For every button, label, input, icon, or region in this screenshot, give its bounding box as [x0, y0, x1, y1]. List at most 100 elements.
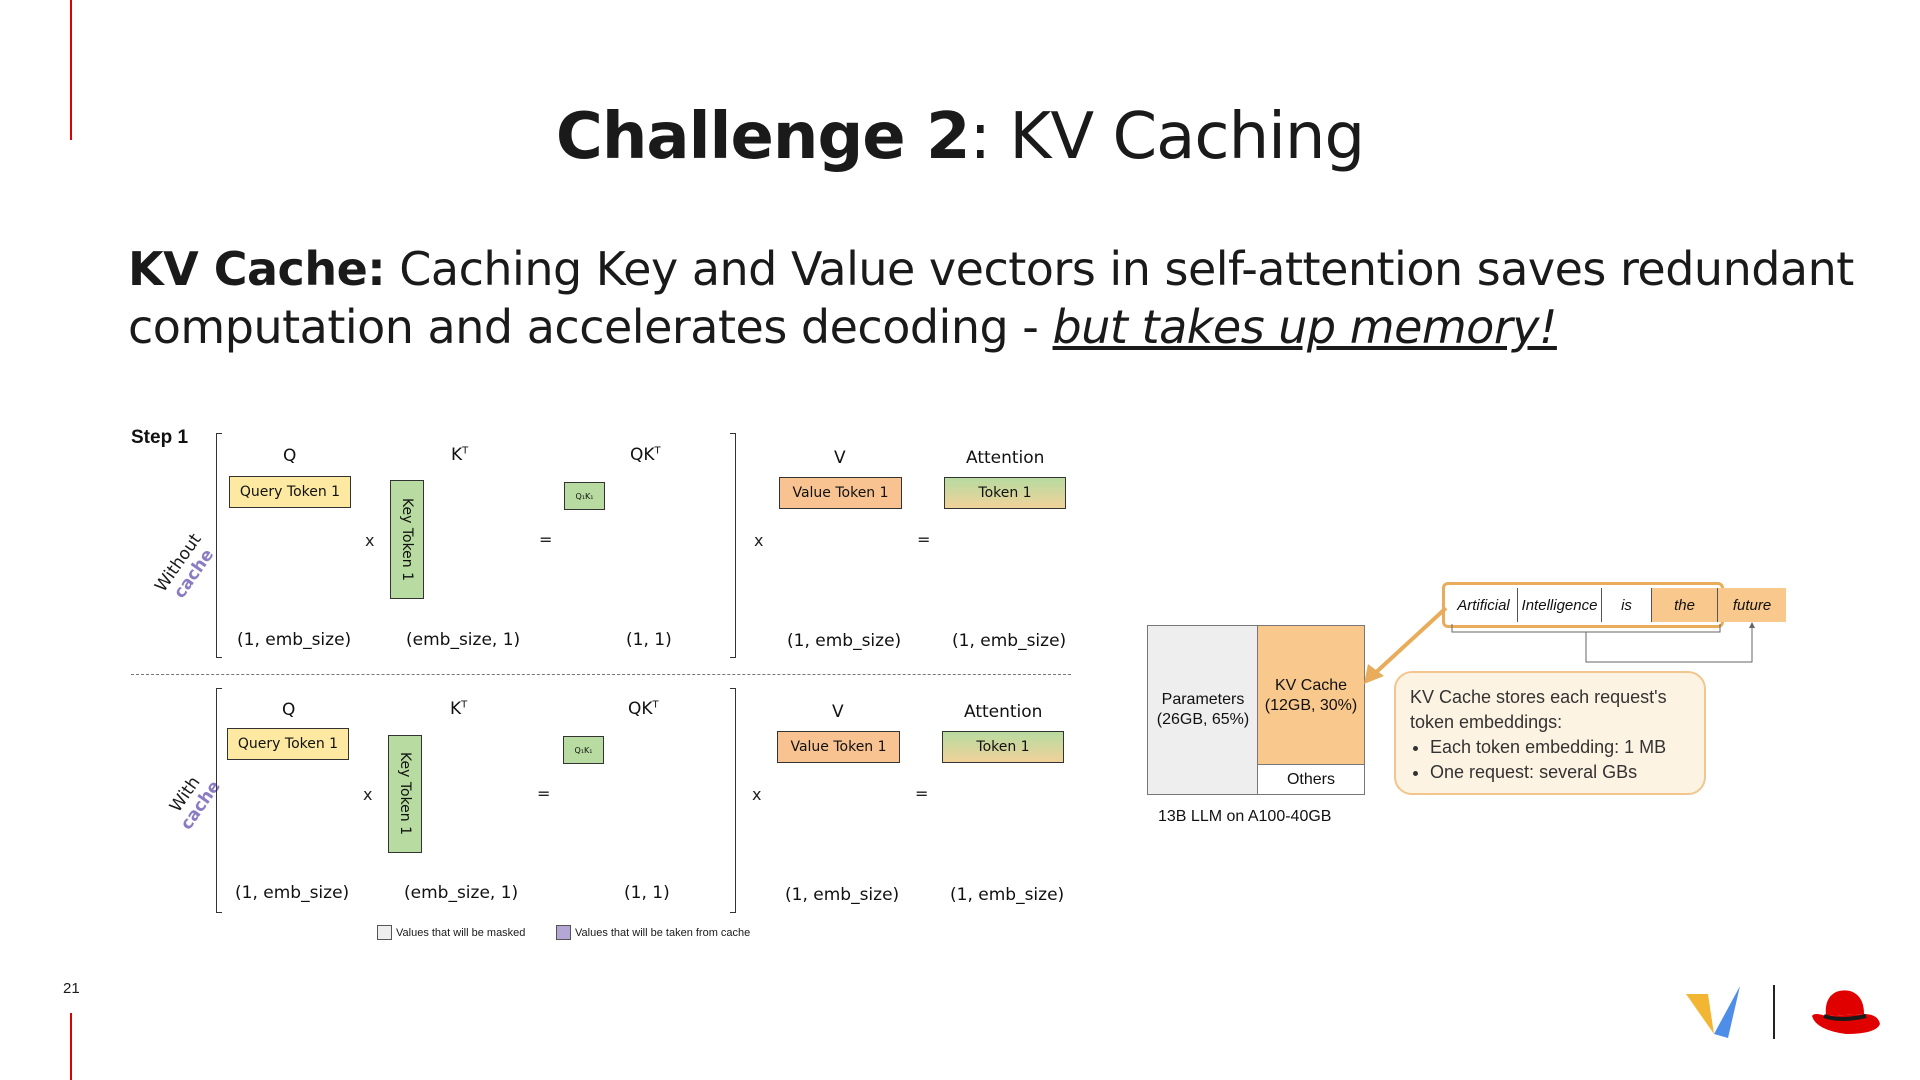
times-op: x	[363, 785, 373, 804]
times-op: x	[365, 531, 375, 550]
dim-k: (emb_size, 1)	[404, 883, 519, 903]
logo-divider	[1773, 985, 1775, 1039]
body-text: KV Cache: Caching Key and Value vectors …	[128, 240, 1888, 356]
equals-op: =	[539, 530, 553, 549]
legend-cache: Values that will be taken from cache	[556, 925, 750, 940]
qk-box: Q₁K₁	[563, 736, 604, 764]
kt-sup: T	[462, 445, 469, 457]
dim-q: (1, emb_size)	[235, 883, 350, 903]
dim-q: (1, emb_size)	[237, 630, 352, 650]
kt-sup: T	[461, 699, 468, 711]
dim-v: (1, emb_size)	[787, 631, 902, 651]
qkt-qk: QK	[630, 445, 655, 465]
attention-header: Attention	[964, 702, 1043, 722]
dim-k: (emb_size, 1)	[406, 630, 521, 650]
kv-line2: (12GB, 30%)	[1264, 696, 1358, 714]
callout-bullet: One request: several GBs	[1430, 760, 1690, 785]
dim-qk: (1, 1)	[624, 883, 670, 903]
v-header: V	[832, 702, 844, 722]
equals-op: =	[537, 784, 551, 803]
others-label: Others	[1286, 770, 1335, 788]
arrow-graphic	[1364, 606, 1448, 684]
qkt-sup: T	[652, 699, 659, 711]
dim-qk: (1, 1)	[626, 630, 672, 650]
redhat-crown	[1825, 990, 1864, 1016]
connector-brace	[1451, 624, 1721, 633]
v-header: V	[834, 448, 846, 468]
key-token-box: Key Token 1	[390, 480, 424, 599]
dim-attn: (1, emb_size)	[952, 631, 1067, 651]
kt-header: KT	[451, 445, 468, 465]
bracket-right-bottom	[730, 688, 736, 913]
parameters-block: Parameters (26GB, 65%)	[1147, 625, 1259, 795]
masked-swatch	[377, 925, 392, 940]
connector-line	[1585, 626, 1753, 663]
q-header: Q	[283, 446, 297, 466]
token-future: future	[1718, 588, 1786, 622]
body-bold: KV Cache:	[128, 242, 386, 296]
redhat-logo-icon	[1812, 990, 1880, 1034]
connector-head	[1749, 622, 1755, 628]
equals-op: =	[917, 530, 931, 549]
query-token-box: Query Token 1	[229, 476, 351, 508]
attention-token-box: Token 1	[942, 731, 1064, 763]
token-the: the	[1652, 588, 1718, 622]
arrow-head	[1364, 664, 1384, 684]
slide-title: Challenge 2: KV Caching	[0, 100, 1920, 174]
attention-token-box: Token 1	[944, 477, 1066, 509]
title-bold: Challenge 2	[555, 100, 971, 174]
query-token-box: Query Token 1	[227, 728, 349, 760]
bracket-right-top	[730, 433, 736, 658]
row-divider	[131, 674, 1071, 675]
top-red-rule	[70, 0, 72, 140]
qkt-header: QKT	[630, 445, 661, 465]
qkt-sup: T	[654, 445, 661, 457]
title-rest: : KV Caching	[969, 100, 1365, 174]
attention-header: Attention	[966, 448, 1045, 468]
token-intelligence: Intelligence	[1518, 588, 1602, 622]
page-number: 21	[63, 980, 80, 997]
bottom-red-rule	[70, 1013, 72, 1080]
qkt-qk: QK	[628, 699, 653, 719]
bracket-left-top	[216, 433, 222, 658]
q-header: Q	[282, 700, 296, 720]
token-is: is	[1602, 588, 1652, 622]
qkt-header: QKT	[628, 699, 659, 719]
legend-cache-label: Values that will be taken from cache	[575, 926, 751, 939]
kt-k: K	[451, 445, 463, 465]
others-block: Others	[1257, 764, 1365, 795]
params-line1: Parameters	[1161, 691, 1245, 708]
vllm-logo-icon	[1686, 986, 1740, 1038]
token-connector	[1451, 622, 1755, 663]
dim-attn: (1, emb_size)	[950, 885, 1065, 905]
step-label: Step 1	[131, 427, 189, 448]
legend-masked-label: Values that will be masked	[396, 926, 526, 939]
callout-title: KV Cache stores each request's token emb…	[1410, 687, 1667, 732]
kv-line1: KV Cache	[1274, 676, 1348, 694]
qk-box: Q₁K₁	[564, 482, 605, 510]
value-token-box: Value Token 1	[779, 477, 902, 509]
body-main: Caching Key and Value vectors in self-at…	[128, 242, 1854, 354]
vllm-logo-yellow	[1686, 994, 1714, 1034]
params-line2: (26GB, 65%)	[1156, 711, 1250, 728]
kv-cache-block: KV Cache (12GB, 30%)	[1257, 625, 1365, 766]
bracket-left-bottom	[216, 688, 222, 913]
legend-masked: Values that will be masked	[377, 925, 525, 940]
equals-op: =	[915, 784, 929, 803]
cache-swatch	[556, 925, 571, 940]
kt-header: KT	[450, 699, 467, 719]
kt-k: K	[450, 699, 462, 719]
vllm-logo-blue	[1714, 986, 1740, 1038]
memory-caption: 13B LLM on A100-40GB	[1158, 808, 1332, 825]
callout-bullet: Each token embedding: 1 MB	[1430, 735, 1690, 760]
body-emphasis: but takes up memory!	[1052, 300, 1558, 354]
times-op: x	[752, 785, 762, 804]
token-artificial: Artificial	[1450, 588, 1518, 622]
callout-list: Each token embedding: 1 MB One request: …	[1410, 735, 1690, 785]
kv-cache-callout: KV Cache stores each request's token emb…	[1394, 671, 1706, 795]
arrow-line	[1370, 606, 1448, 678]
key-token-box: Key Token 1	[388, 735, 422, 853]
redhat-band	[1823, 1014, 1867, 1021]
value-token-box: Value Token 1	[777, 731, 900, 763]
